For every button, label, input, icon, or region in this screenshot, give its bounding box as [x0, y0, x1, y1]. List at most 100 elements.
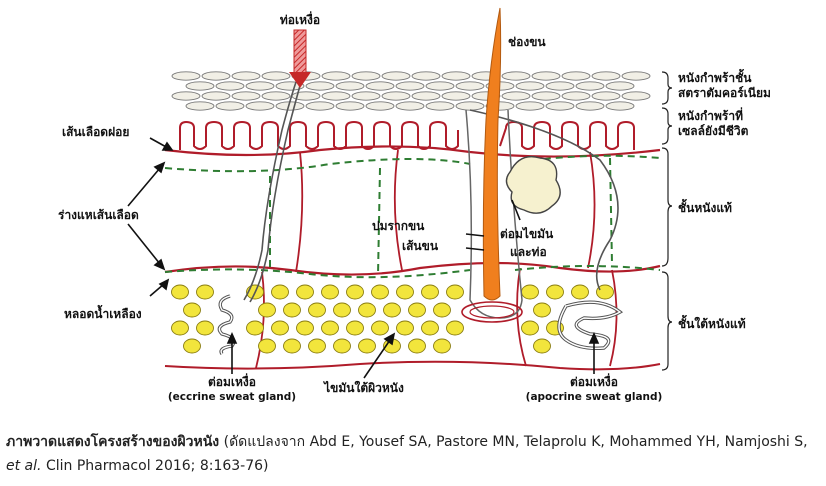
label-layer: ท่อเหงื่อ ช่องขน หนังกำพร้าชั้น สตราตัมค…	[58, 11, 771, 403]
corneocyte	[381, 91, 411, 101]
corneocyte	[561, 91, 591, 101]
fat-cell	[433, 338, 451, 354]
fat-cell	[346, 320, 364, 336]
stratum-corneum	[171, 71, 651, 111]
fat-cell	[171, 284, 189, 300]
caption-source-end: Clin Pharmacol 2016; 8:163-76)	[45, 458, 269, 474]
corneocyte	[621, 71, 651, 81]
label-eccrine-en: (eccrine sweat gland)	[168, 391, 296, 403]
corneocyte	[455, 81, 485, 91]
corneocyte	[275, 81, 305, 91]
corneocyte	[321, 91, 351, 101]
fat-cell	[521, 284, 539, 300]
corneocyte	[591, 91, 621, 101]
fat-cell	[596, 284, 614, 300]
fat-cell	[408, 338, 426, 354]
fat-cell	[333, 302, 351, 318]
corneocyte	[441, 91, 471, 101]
leader-arrows	[127, 137, 600, 379]
fat-cell	[521, 320, 539, 336]
label-apocrine-en: (apocrine sweat gland)	[526, 391, 663, 403]
label-living-epidermis-1: หนังกำพร้าที่	[678, 107, 743, 123]
fat-cell	[408, 302, 426, 318]
fat-cell	[358, 338, 376, 354]
fat-cell	[346, 284, 364, 300]
dermis-bottom-line	[164, 261, 661, 276]
fat-cell	[246, 320, 264, 336]
label-hair-shaft: ช่องขน	[508, 35, 546, 49]
corneocyte	[515, 101, 545, 111]
fat-cell	[571, 284, 589, 300]
label-lymph: หลอดน้ำเหลือง	[64, 304, 142, 321]
corneocyte	[335, 101, 365, 111]
corneocyte	[215, 101, 245, 111]
corneocyte	[231, 71, 261, 81]
corneocyte	[575, 81, 605, 91]
label-stratum-corneum-1: หนังกำพร้าชั้น	[678, 68, 752, 85]
corneocyte	[545, 81, 575, 91]
fat-cell	[383, 302, 401, 318]
fat-cell	[283, 302, 301, 318]
fat-cell	[271, 320, 289, 336]
vascular-network	[164, 154, 661, 279]
fat-cell	[296, 284, 314, 300]
sebaceous-gland	[505, 155, 561, 214]
corneocyte	[185, 81, 215, 91]
fat-cell	[446, 320, 464, 336]
fat-cell	[321, 320, 339, 336]
corneocyte	[381, 71, 411, 81]
fat-cell	[421, 284, 439, 300]
fat-cell	[258, 338, 276, 354]
fat-cell	[171, 320, 189, 336]
eccrine-sweat-gland	[217, 81, 302, 355]
corneocyte	[531, 71, 561, 81]
dermal-vessels	[255, 149, 618, 369]
layer-braces	[661, 71, 673, 371]
label-sweat-pore: ท่อเหงื่อ	[280, 11, 320, 27]
label-hair: เส้นขน	[402, 239, 439, 253]
caption-source: (ดัดแปลงจาก Abd E, Yousef SA, Pastore MN…	[223, 434, 808, 450]
label-sebaceous-2: และท่อ	[510, 245, 547, 259]
fat-cell	[371, 284, 389, 300]
corneocyte	[501, 91, 531, 101]
fat-cell	[533, 338, 551, 354]
corneocyte	[231, 91, 261, 101]
label-subcutis: ชั้นใต้หนังแท้	[678, 314, 746, 331]
corneocyte	[365, 81, 395, 91]
corneocyte	[605, 101, 635, 111]
corneocyte	[305, 81, 335, 91]
corneocyte	[245, 81, 275, 91]
fat-cell	[333, 338, 351, 354]
corneocyte	[245, 101, 275, 111]
subcutis-bottom-line	[164, 360, 661, 371]
sweat-pore-arrow	[289, 29, 311, 88]
hair-follicle	[461, 109, 523, 323]
fat-cell	[308, 338, 326, 354]
fat-cell	[196, 284, 214, 300]
corneocyte	[261, 71, 291, 81]
corneocyte	[335, 81, 365, 91]
fat-cell	[183, 302, 201, 318]
corneocyte	[545, 101, 575, 111]
corneocyte	[591, 71, 621, 81]
label-eccrine-th: ต่อมเหงื่อ	[208, 373, 256, 389]
dermis-top-line	[164, 145, 661, 158]
corneocyte	[561, 71, 591, 81]
apocrine-sweat-gland	[469, 109, 624, 351]
label-hair-root: ปมรากขน	[372, 219, 425, 233]
fat-cell	[533, 302, 551, 318]
corneocyte	[411, 91, 441, 101]
corneocyte	[201, 91, 231, 101]
corneocyte	[185, 101, 215, 111]
fat-cell	[371, 320, 389, 336]
corneocyte	[621, 91, 651, 101]
subcutaneous-fat-cells	[171, 284, 614, 354]
corneocyte	[455, 101, 485, 111]
label-capillaries: เส้นเลือดฝอย	[62, 125, 129, 139]
hair-shaft	[482, 7, 502, 301]
fat-cell	[421, 320, 439, 336]
corneocyte	[351, 71, 381, 81]
caption-title: ภาพวาดแสดงโครงสร้างของผิวหนัง	[6, 434, 220, 450]
fat-cell	[396, 284, 414, 300]
fat-cell	[446, 284, 464, 300]
